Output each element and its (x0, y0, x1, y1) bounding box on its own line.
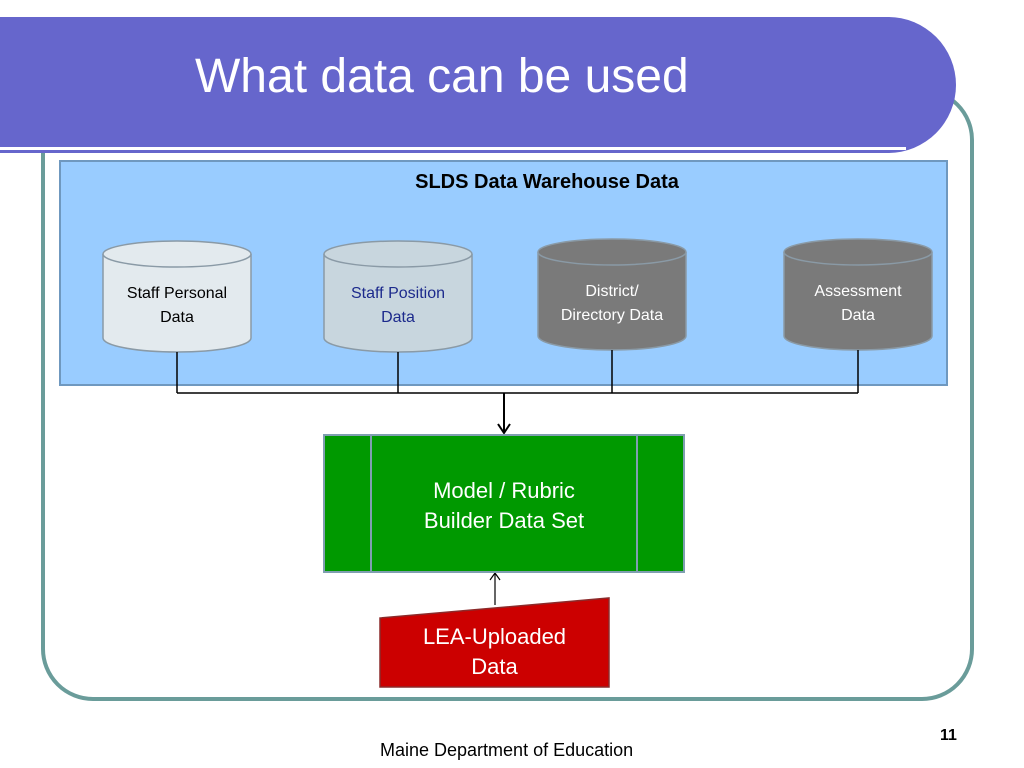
database-cylinder-staff-position: Staff Position Data (323, 240, 473, 354)
database-icon (783, 238, 933, 351)
cylinder-label: Assessment Data (814, 283, 902, 324)
builder-divider-right (636, 436, 638, 571)
database-cylinder-assessment: Assessment Data (783, 238, 933, 352)
builder-label: Model / Rubric Builder Data Set (423, 478, 585, 533)
database-icon (323, 240, 473, 353)
rubric-builder-box (323, 434, 685, 573)
database-icon (537, 238, 687, 351)
cylinder-label: District/ Directory Data (560, 283, 664, 324)
arrow-up-icon (489, 571, 501, 605)
title-underline (0, 147, 906, 150)
lea-uploaded-label: LEA-Uploaded Data (422, 624, 567, 679)
footer-text: Maine Department of Education (380, 740, 634, 760)
builder-divider-left (370, 436, 372, 571)
arrow-down-icon (497, 393, 511, 435)
database-cylinder-staff-personal: Staff Personal Data (102, 240, 252, 354)
title-bar (0, 17, 956, 153)
slide-title: What data can be used (195, 50, 689, 103)
cylinder-label: Staff Position Data (351, 285, 445, 326)
page-number: 11 (940, 727, 957, 744)
lea-uploaded-shape (379, 597, 610, 688)
cylinder-label: Staff Personal Data (126, 285, 228, 326)
database-cylinder-district-directory: District/ Directory Data (537, 238, 687, 352)
database-icon (102, 240, 252, 353)
warehouse-title: SLDS Data Warehouse Data (415, 171, 679, 193)
